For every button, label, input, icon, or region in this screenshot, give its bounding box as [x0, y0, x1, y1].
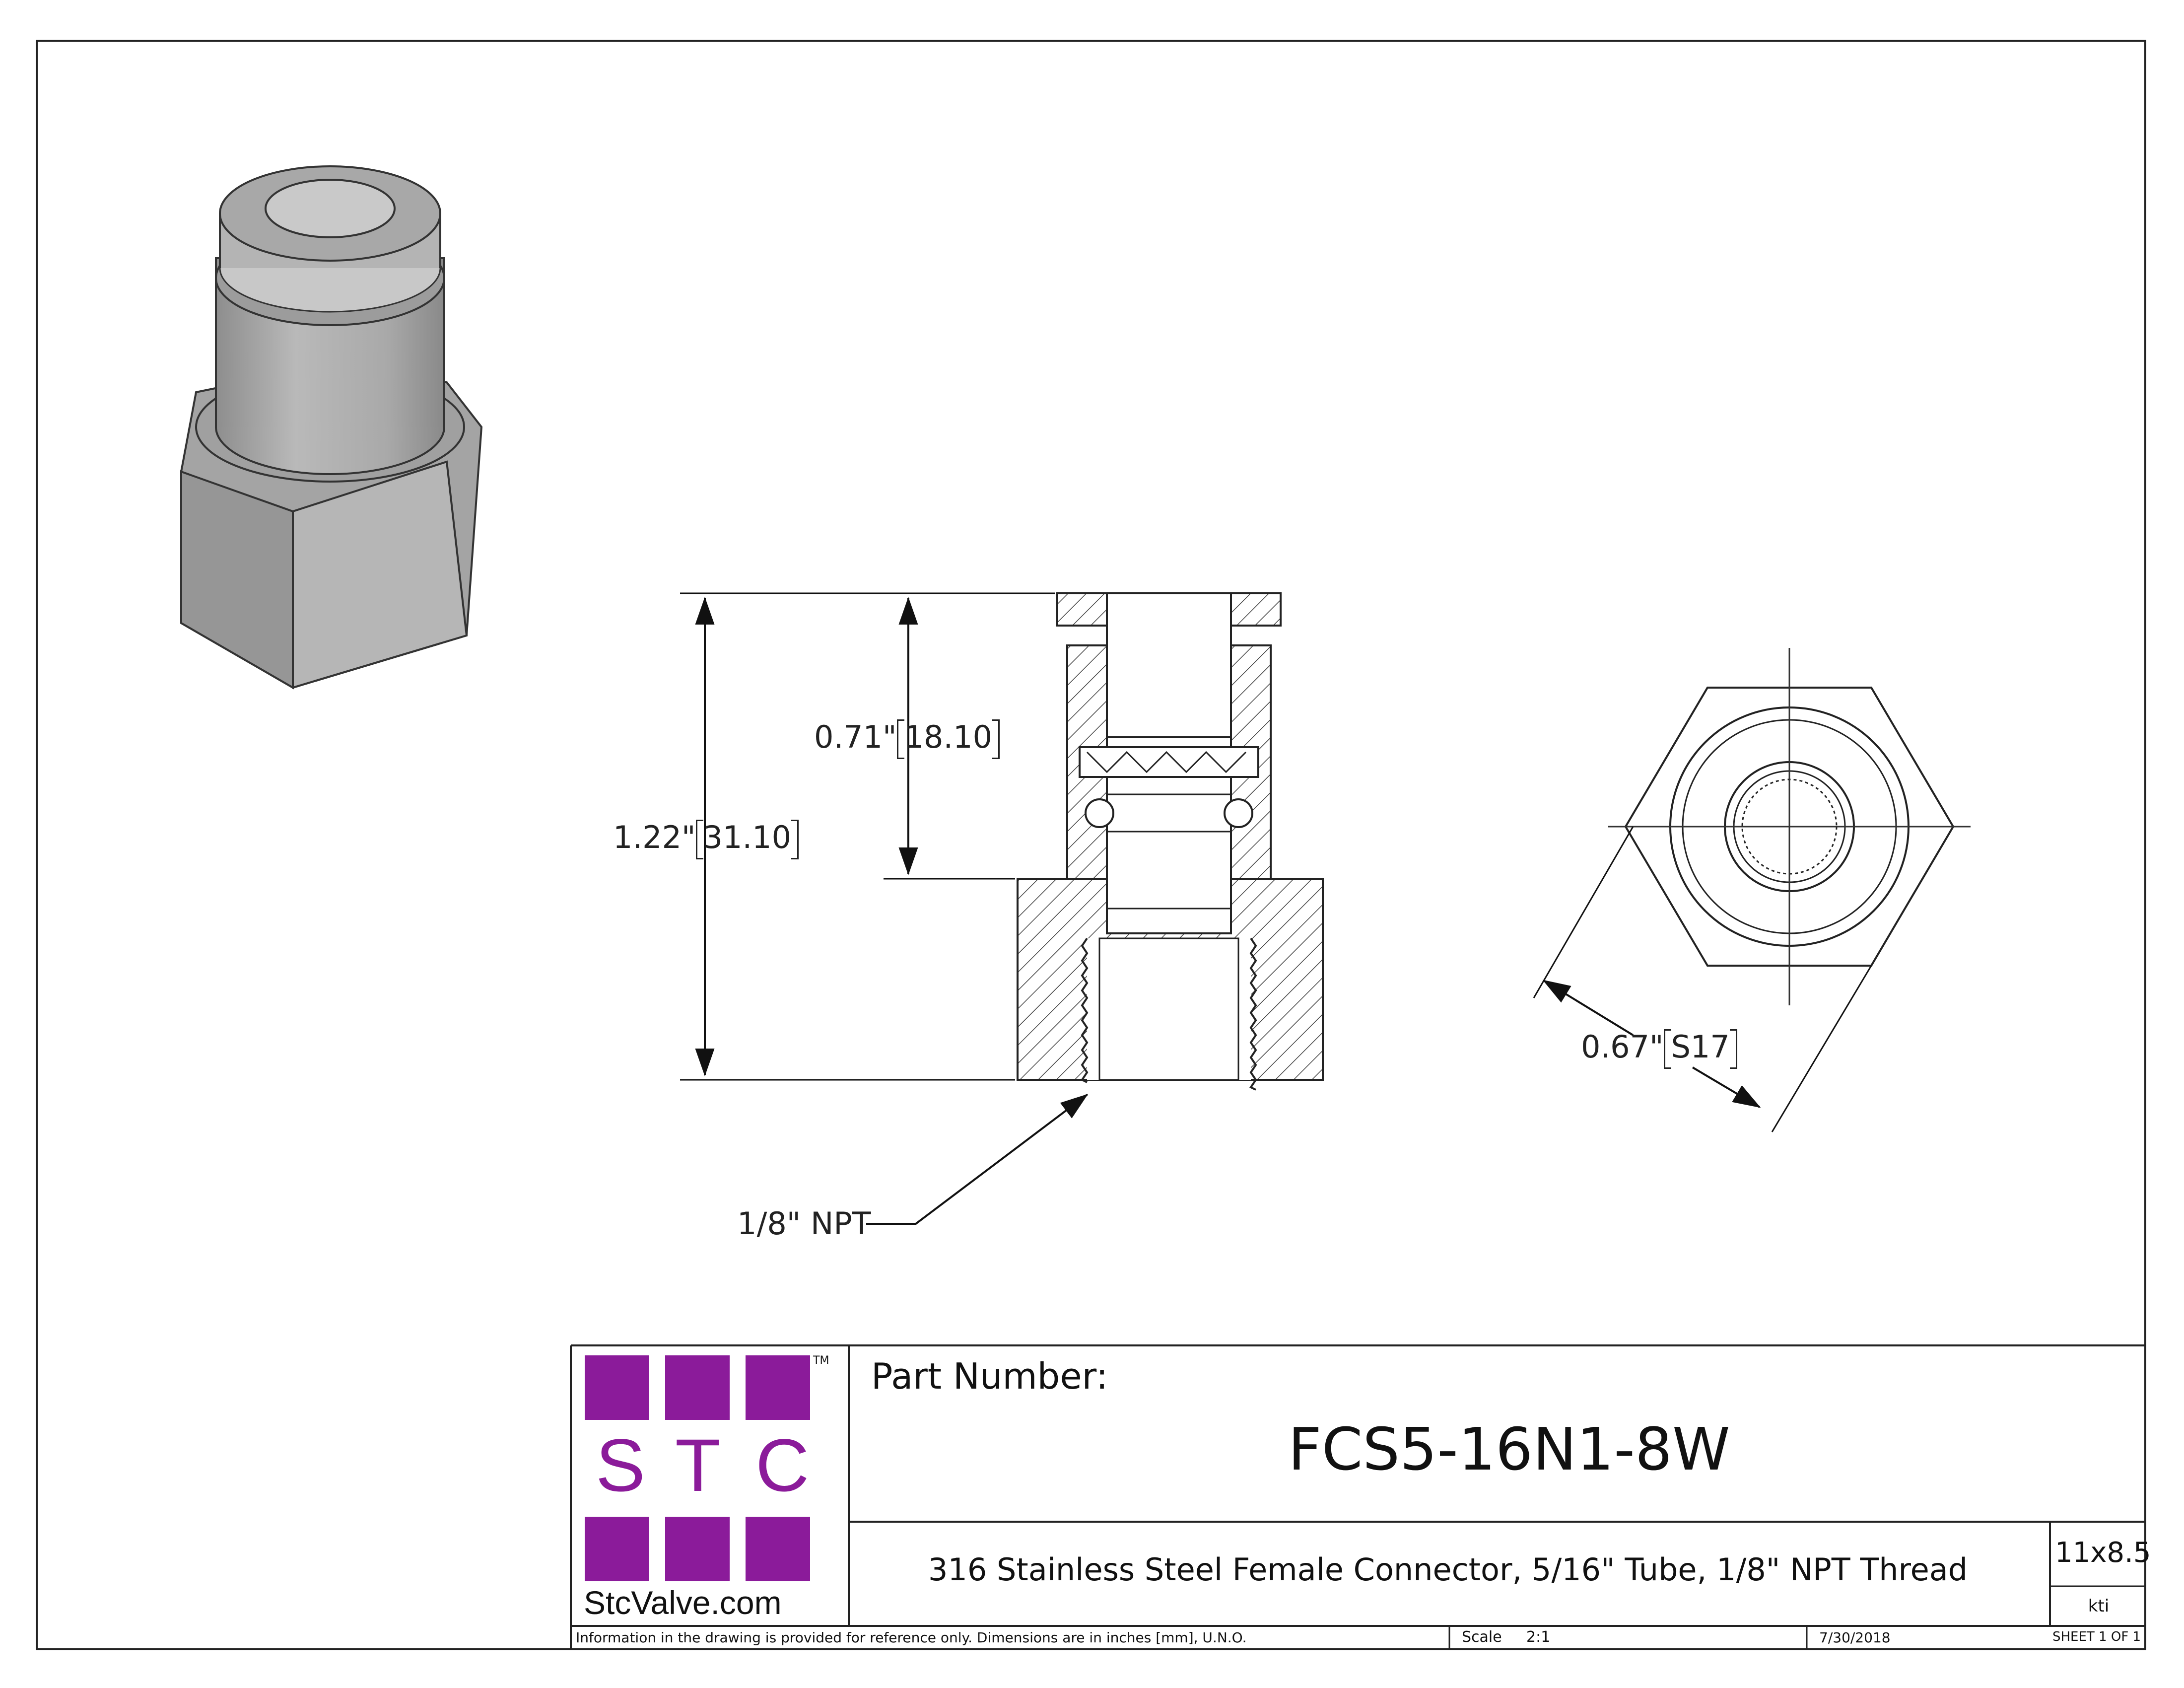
- logo-letter-t: T: [675, 1423, 721, 1507]
- title-block-grid: [570, 1344, 2146, 1650]
- part-description: 316 Stainless Steel Female Connector, 5/…: [928, 1551, 1968, 1588]
- dim-overall-height-mm: 31.10: [703, 819, 792, 855]
- dim-hex-flats-inch: 0.67": [1581, 1029, 1664, 1065]
- section-collet-grip: [1079, 746, 1259, 778]
- dim-overall-height: 1.22"31.10: [613, 819, 799, 859]
- thread-callout: 1/8" NPT: [737, 1205, 871, 1242]
- section-thread-bore: [1087, 938, 1251, 1080]
- end-view: [1533, 648, 1971, 1132]
- iso-bore: [265, 179, 396, 238]
- drawing-date: 7/30/2018: [1819, 1629, 1891, 1646]
- section-thread-profile-right: [1249, 937, 1257, 1091]
- disclaimer: Information in the drawing is provided f…: [576, 1629, 1247, 1646]
- scale-value: 2:1: [1526, 1628, 1551, 1646]
- logo-letter-c: C: [755, 1423, 810, 1507]
- section-oring-right: [1224, 798, 1253, 828]
- iso-hex-face-left: [180, 470, 294, 690]
- section-oring-left: [1085, 798, 1114, 828]
- section-release-button-right: [1230, 592, 1282, 627]
- dim-hex-flats: 0.67"S17: [1581, 1029, 1737, 1069]
- logo-square: [665, 1355, 730, 1420]
- sheet-size: 11x8.5: [2055, 1537, 2151, 1569]
- logo-website[interactable]: StcValve.com: [584, 1584, 782, 1621]
- section-release-button-left: [1056, 592, 1108, 627]
- logo-square: [585, 1517, 649, 1581]
- dim-upper-height: 0.71"18.10: [814, 719, 1000, 759]
- logo-square: [746, 1355, 810, 1420]
- logo-letter-s: S: [596, 1423, 646, 1507]
- logo-trademark: TM: [813, 1354, 829, 1367]
- drawn-by: kti: [2088, 1596, 2110, 1616]
- drawing-border: [36, 40, 2146, 1650]
- dim-upper-height-inch: 0.71": [814, 719, 897, 755]
- stc-logo: TM S T C StcValve.com: [576, 1350, 844, 1621]
- part-number-label: Part Number:: [871, 1355, 1108, 1397]
- dim-overall-height-inch: 1.22": [613, 819, 696, 855]
- sheet-number: SHEET 1 OF 1: [2052, 1629, 2141, 1644]
- isometric-view: [180, 165, 483, 690]
- scale-label: Scale: [1462, 1628, 1502, 1646]
- part-number: FCS5-16N1-8W: [1288, 1415, 1730, 1483]
- section-thread-profile-left: [1081, 937, 1089, 1083]
- dim-hex-flats-mm: S17: [1671, 1029, 1730, 1065]
- logo-square: [665, 1517, 730, 1581]
- section-view: [680, 592, 1324, 1225]
- logo-square: [746, 1517, 810, 1581]
- dim-upper-height-mm: 18.10: [904, 719, 993, 755]
- logo-square: [585, 1355, 649, 1420]
